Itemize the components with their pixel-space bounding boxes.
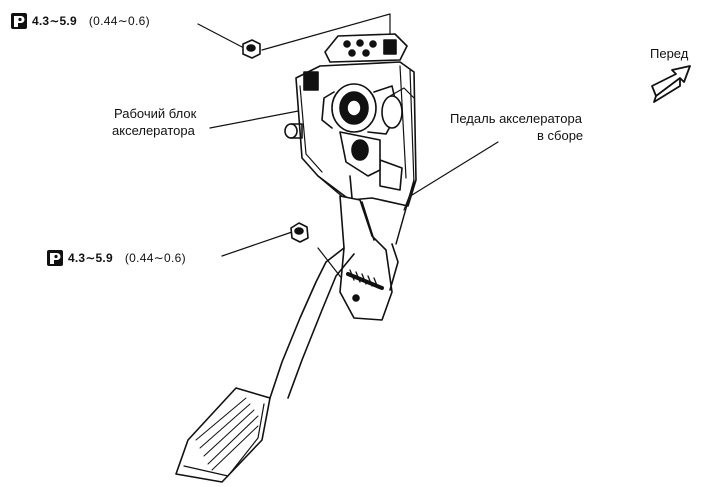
operating-unit-label-line1: Рабочий блок <box>114 106 197 121</box>
pedal-assembly-label-line1: Педаль акселератора <box>450 111 582 126</box>
torque-alt-value: (0.44∼0.6) <box>88 14 150 28</box>
leader-top-nut <box>197 23 245 49</box>
pedal-arm <box>269 195 399 399</box>
torque-wrench-icon <box>47 250 63 266</box>
leader-pedal-assembly <box>411 141 499 196</box>
return-spring <box>346 269 384 290</box>
pivot-bolt-icon <box>284 123 303 139</box>
torque-wrench-icon <box>11 13 27 29</box>
pedal-assembly-label-line2: в сборе <box>537 128 584 143</box>
torque-value: 4.3∼5.9 <box>68 251 113 265</box>
mounting-bracket <box>324 33 408 63</box>
leader-top-nut-to-bracket <box>261 13 391 51</box>
operating-unit-label-line2: акселератора <box>112 123 195 138</box>
torque-spec-top: 4.3∼5.9 (0.44∼0.6) <box>10 12 150 30</box>
bottom-nut-icon <box>290 222 309 243</box>
front-arrow-icon <box>651 65 691 103</box>
front-label: Перед <box>650 46 689 61</box>
operating-unit <box>321 83 403 199</box>
torque-spec-bottom: 4.3∼5.9 (0.44∼0.6) <box>46 249 186 267</box>
torque-alt-value: (0.44∼0.6) <box>124 251 186 265</box>
pedal-pad <box>175 387 271 483</box>
top-nut-icon <box>242 39 261 59</box>
torque-value: 4.3∼5.9 <box>32 14 77 28</box>
leader-bottom-nut <box>221 231 293 257</box>
